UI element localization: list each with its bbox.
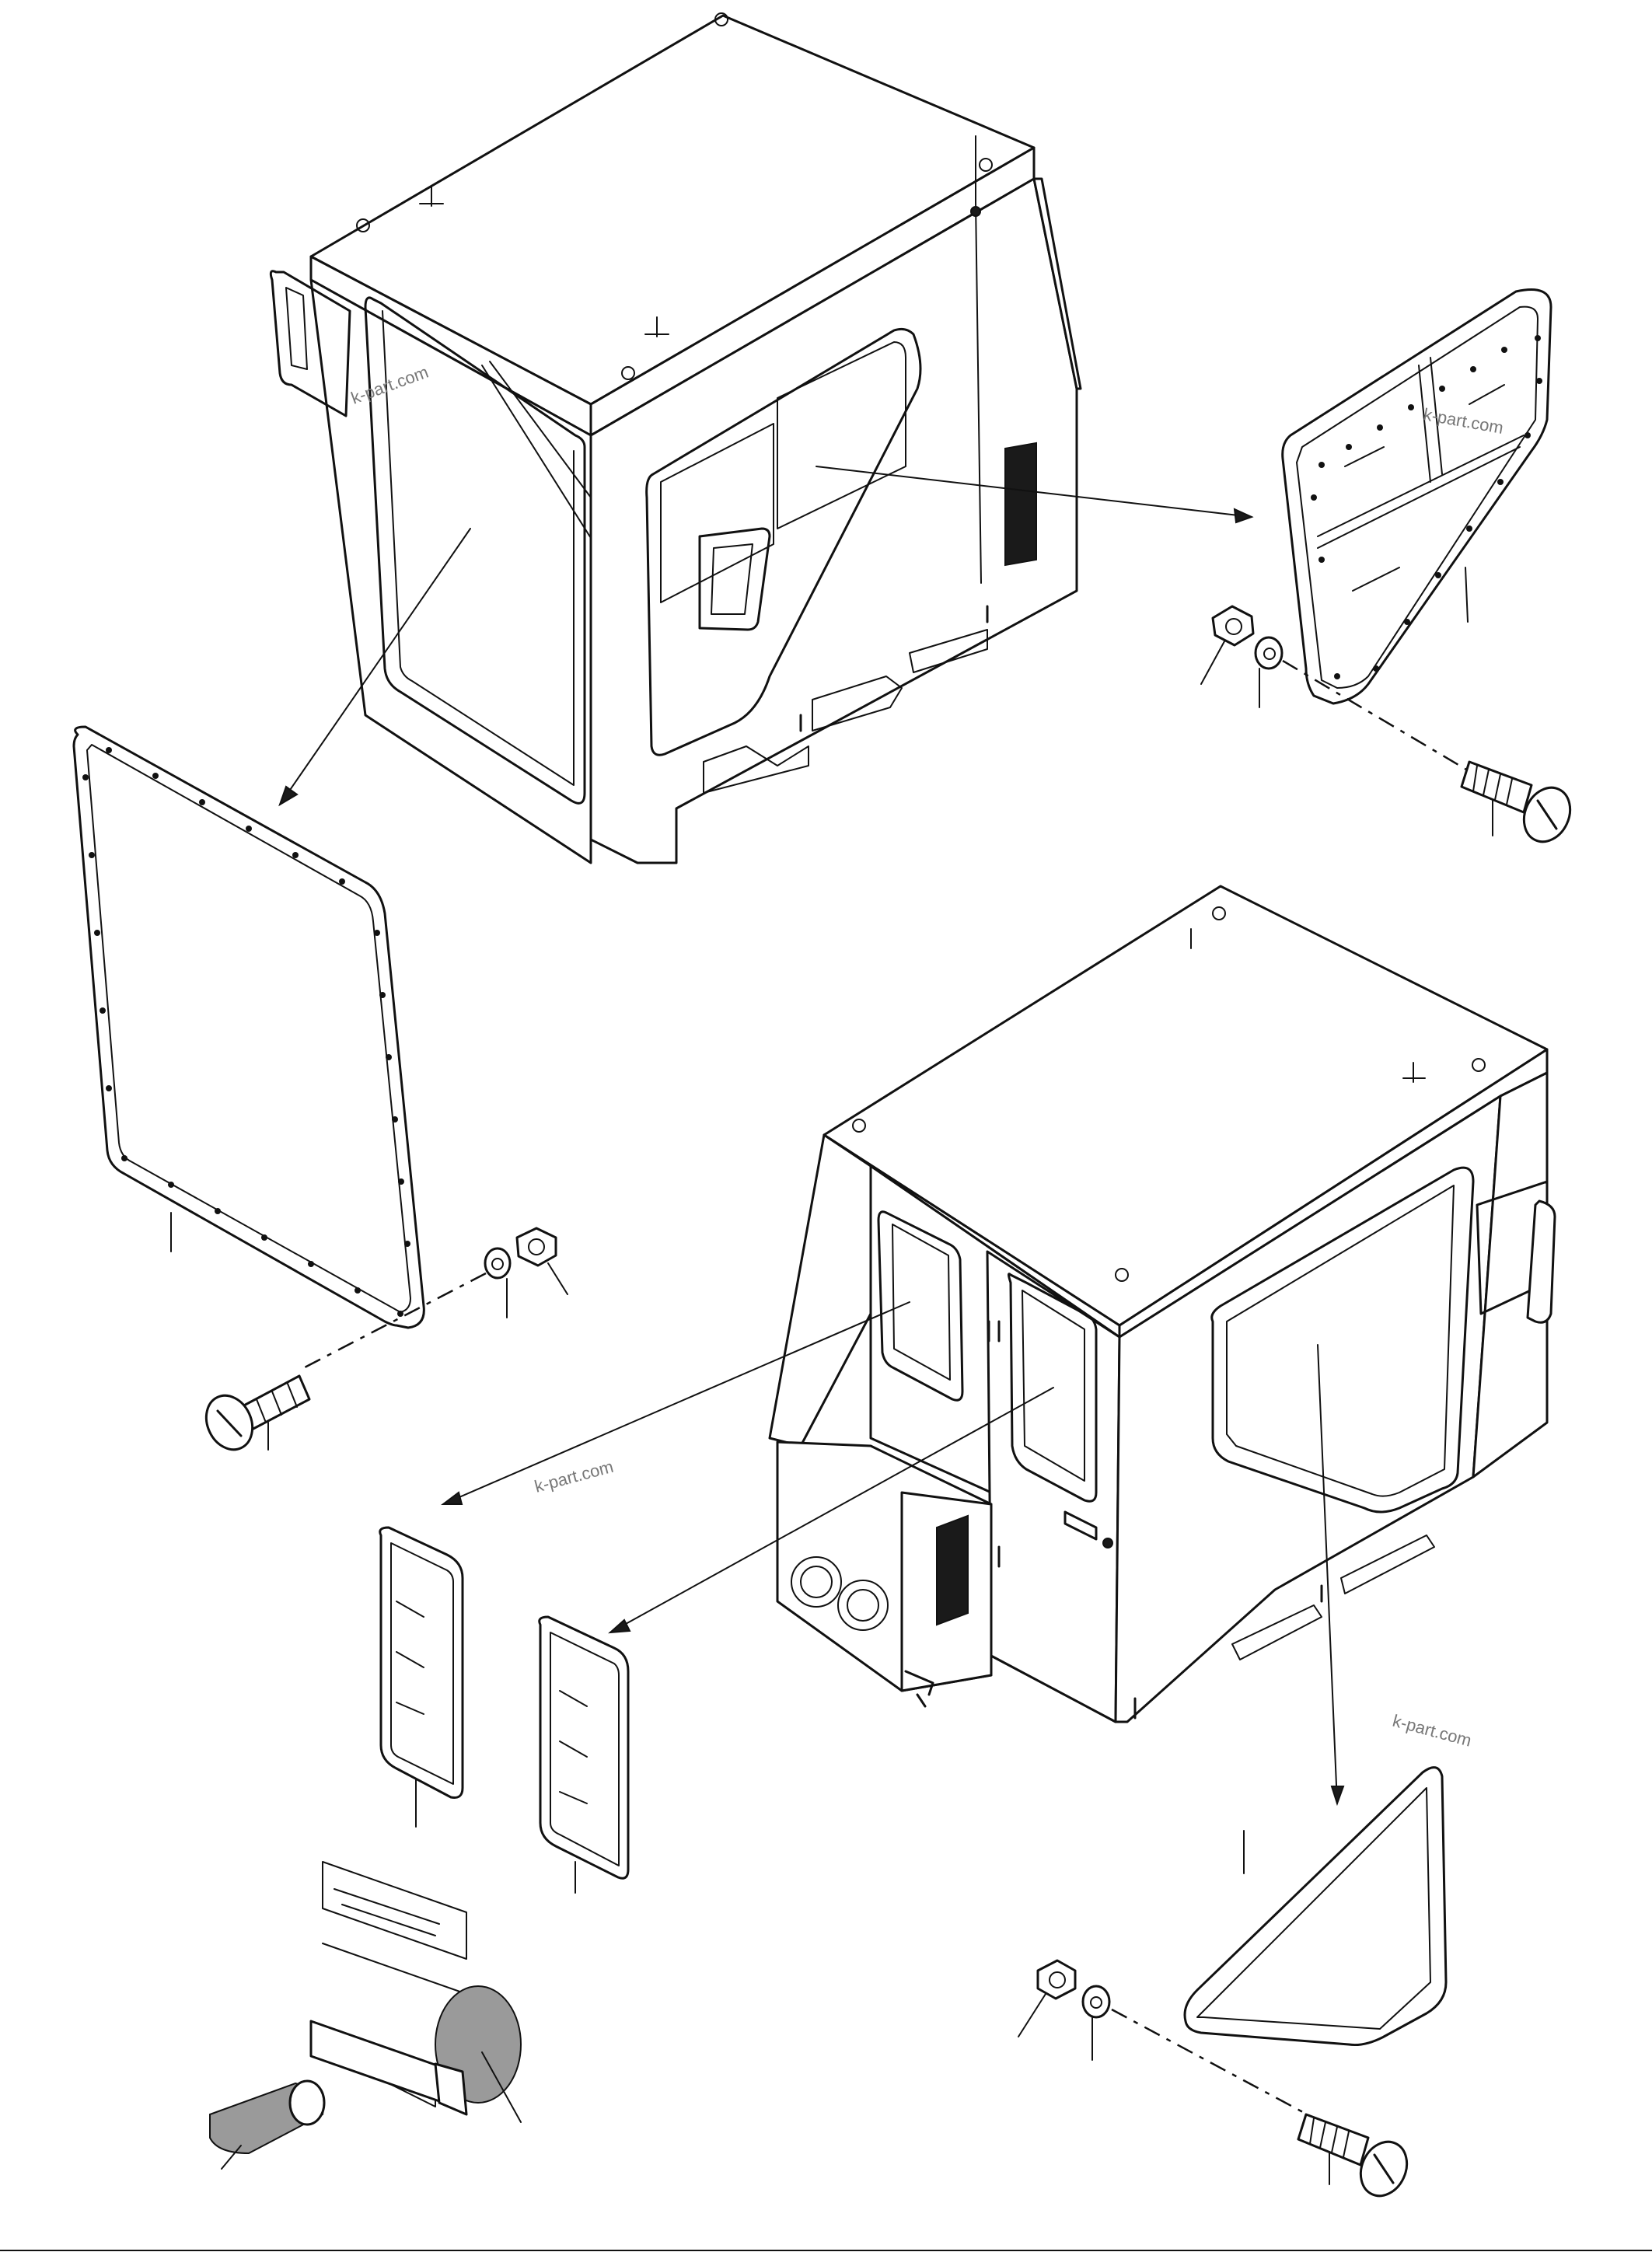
wiper (481, 361, 595, 545)
front-side-window-glass (877, 1210, 964, 1402)
hex-nut (1036, 1959, 1077, 2000)
hardware-lower-right (1018, 1959, 1409, 2198)
hex-nut (1211, 605, 1255, 647)
quarter-window-glass (1281, 288, 1552, 705)
air-conditioner-unit (776, 1440, 993, 1708)
door-window-glass (1008, 1273, 1098, 1503)
slotted-bolt (1460, 760, 1572, 843)
flat-washer (1081, 1985, 1111, 2019)
watermark: k-part.com (1391, 1711, 1474, 1751)
watermark: k-part.com (533, 1457, 616, 1496)
lower-right-window-glass (1183, 1766, 1448, 2046)
large-window-glass-frame (72, 725, 425, 1329)
watermark: k-part.com (1422, 404, 1505, 438)
slotted-bolt (1297, 2113, 1409, 2198)
slotted-bolt (204, 1374, 311, 1451)
right-window-glass (1210, 1166, 1475, 1514)
hardware-upper-right (1200, 605, 1572, 843)
hex-nut (515, 1227, 557, 1267)
pointer-arrows-upper (278, 466, 1254, 807)
rear-window-glass (364, 296, 586, 805)
seal-strip-section (309, 1861, 522, 2123)
fans (791, 1556, 889, 1631)
flat-washer (484, 1247, 512, 1280)
louver-panel (1004, 442, 1037, 567)
upper-cab-assembly (269, 12, 1082, 864)
side-door-window-glass (645, 327, 922, 756)
door-handle (1063, 1510, 1098, 1541)
filler-strip (209, 2079, 326, 2170)
hardware-left (204, 1227, 568, 1451)
small-window-glass-left (379, 1526, 464, 1828)
lower-cab-assembly (768, 885, 1556, 1723)
pointer-arrows-lower (441, 1301, 1345, 1807)
door-mirror-right (698, 527, 771, 631)
door-mirror-left (269, 270, 351, 417)
flat-washer (1254, 636, 1284, 670)
small-window-glass-right (538, 1615, 630, 1894)
